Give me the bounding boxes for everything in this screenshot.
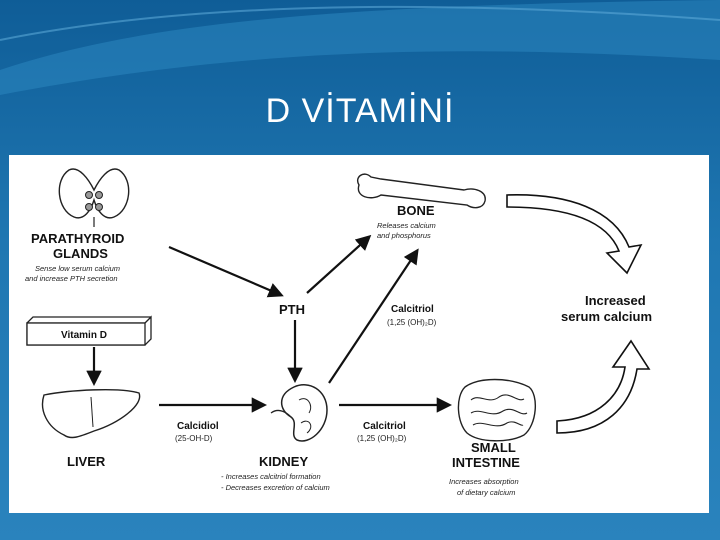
arrow-bone-to-result [506,194,643,275]
parathyroid-title: PARATHYROID [31,231,124,246]
vitamin-d-label: Vitamin D [61,330,107,341]
parathyroid-illustration [58,168,130,227]
intestine-illustration [457,378,536,442]
pth-label: PTH [279,302,305,317]
bone-note-1: Releases calcium [377,221,436,230]
parathyroid-title-2: GLANDS [53,246,108,261]
liver-label: LIVER [67,454,106,469]
result-line-2: serum calcium [561,309,652,324]
calcitriol-lower-name: Calcitriol [363,421,406,432]
arrow-kidney-to-bone [328,248,419,384]
intestine-note-1: Increases absorption [449,477,519,486]
intestine-title-2: INTESTINE [452,455,520,470]
kidney-note-2: - Decreases excretion of calcium [221,483,330,492]
calcitriol-upper-name: Calcitriol [391,304,434,315]
calcidiol-formula: (25-OH-D) [175,434,213,443]
kidney-note-1: - Increases calcitriol formation [221,472,321,481]
calcitriol-lower-formula: (1,25 (OH)₂D) [357,434,407,443]
kidney-illustration [270,384,328,442]
bone-title: BONE [397,203,435,218]
flow-arrows [86,234,453,413]
parathyroid-note-2: and increase PTH secretion [25,274,118,283]
calcitriol-upper-formula: (1,25 (OH)₂D) [387,318,437,327]
bone-note-2: and phosphorus [377,231,431,240]
slide-title: D VİTAMİNİ [265,92,455,130]
calcidiol-name: Calcidiol [177,421,219,432]
parathyroid-note-1: Sense low serum calcium [35,264,120,273]
arrow-pth-to-bone [306,234,372,294]
vitamin-d-diagram: PARATHYROID GLANDS Sense low serum calci… [9,155,709,513]
arrow-intestine-to-result [556,339,651,434]
liver-illustration [41,388,141,439]
bone-illustration [357,173,486,209]
intestine-note-2: of dietary calcium [457,488,515,497]
result-line-1: Increased [585,293,646,308]
arrow-parathyroid-to-pth [168,245,284,298]
decorative-wave [0,0,720,95]
curved-arrows [506,194,651,434]
intestine-title-1: SMALL [471,440,516,455]
vitamin-d-box [26,315,152,346]
kidney-title: KIDNEY [259,454,308,469]
